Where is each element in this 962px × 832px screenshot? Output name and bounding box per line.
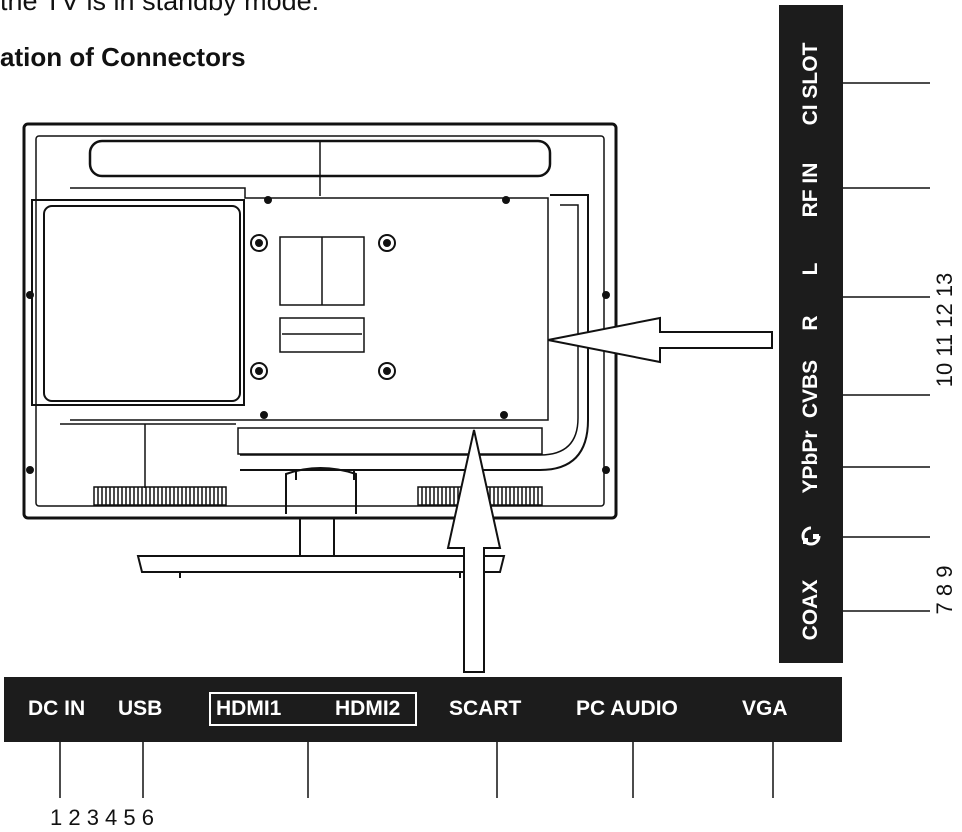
- section-heading: ation of Connectors: [0, 42, 246, 72]
- side-callout-numbers-lower: 7 8 9: [932, 565, 957, 615]
- l-label: L: [799, 262, 822, 276]
- hdmi2-label: HDMI2: [335, 697, 401, 720]
- dc-in-label: DC IN: [28, 697, 86, 720]
- ypbpr-label: YPbPr: [799, 430, 822, 494]
- rf-in-label: RF IN: [799, 162, 822, 218]
- hdmi-group-box: [209, 692, 417, 726]
- usb-label: USB: [118, 697, 163, 720]
- intro-text-fragment: the TV is in standby mode.: [0, 0, 320, 16]
- cvbs-label: CVBS: [799, 359, 822, 419]
- bottom-callout-numbers: 1 2 3 4 5 6: [50, 805, 154, 830]
- pointer-arrows: [446, 316, 773, 673]
- r-label: R: [799, 315, 822, 331]
- headphone-icon: [801, 526, 821, 546]
- pc-audio-label: PC AUDIO: [576, 697, 678, 720]
- vga-label: VGA: [742, 697, 788, 720]
- leader-lines: [59, 82, 930, 798]
- screw-holes: [26, 196, 610, 474]
- coax-label: COAX: [799, 579, 822, 641]
- tv-back-outline: [22, 122, 618, 578]
- side-callout-numbers-upper: 10 11 12 13: [932, 272, 957, 388]
- side-connector-panel: CI SLOT RF IN L R CVBS YPbPr COAX: [779, 5, 843, 663]
- scart-label: SCART: [449, 697, 522, 720]
- hdmi1-label: HDMI1: [216, 697, 282, 720]
- bottom-connector-panel: DC IN USB HDMI1 HDMI2 SCART PC AUDIO VGA: [4, 677, 842, 742]
- ci-slot-label: CI SLOT: [799, 42, 822, 126]
